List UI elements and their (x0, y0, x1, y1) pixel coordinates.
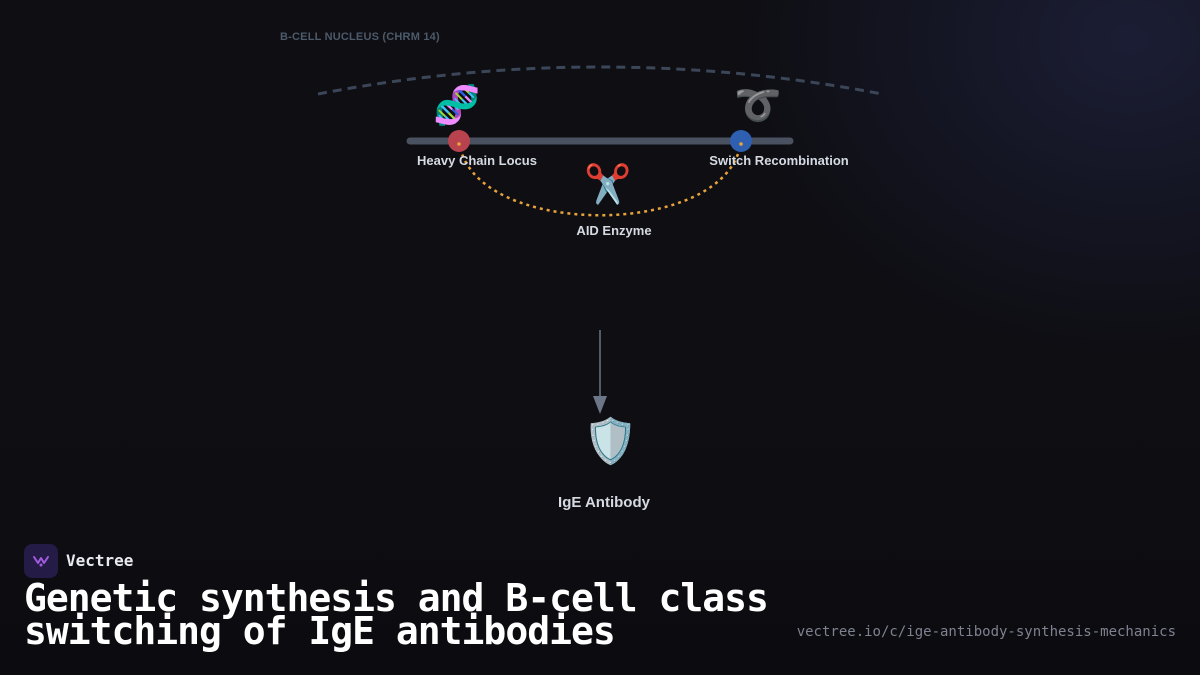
heavy-chain-marker (448, 130, 470, 152)
scissors-icon: ✂️ (584, 162, 632, 206)
nucleus-boundary-arc (317, 65, 883, 96)
nucleus-region-label: B-CELL NUCLEUS (CHRM 14) (280, 31, 440, 43)
loop-icon: ➰ (734, 83, 782, 127)
heavy-chain-locus-label: Heavy Chain Locus (417, 153, 537, 168)
dna-icon: 🧬 (433, 83, 481, 127)
switch-marker-dot (739, 142, 743, 146)
shield-icon: 🛡️ (583, 416, 638, 467)
switch-recombination-label: Switch Recombination (709, 153, 849, 168)
source-url[interactable]: vectree.io/c/ige-antibody-synthesis-mech… (796, 624, 1176, 640)
vectree-logo-icon (24, 544, 58, 578)
aid-enzyme-label: AID Enzyme (576, 223, 652, 238)
brand-name: Vectree (66, 551, 134, 570)
page-title: Genetic synthesis and B-cell class switc… (24, 576, 769, 653)
flow-arrow-head (593, 396, 607, 414)
switch-marker (730, 130, 752, 152)
heavy-chain-marker-dot (457, 142, 461, 146)
ige-antibody-label: IgE Antibody (558, 494, 650, 511)
